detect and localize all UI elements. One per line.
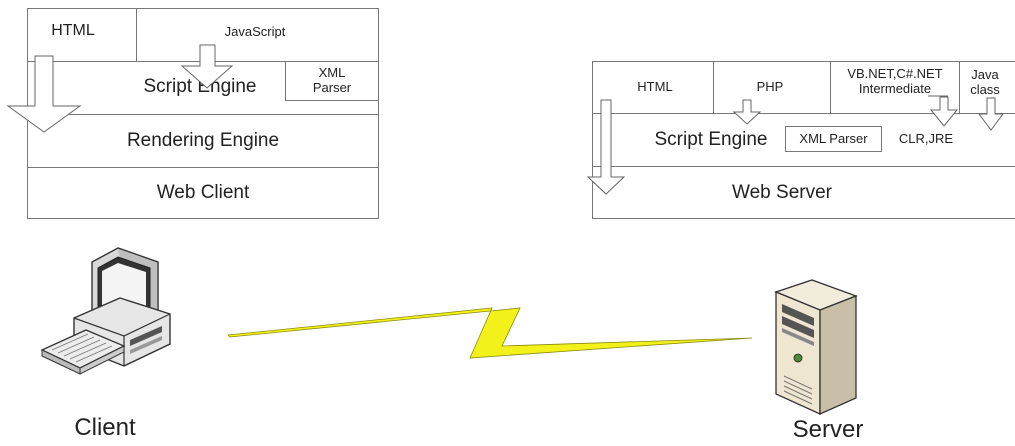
server-php-cell: [713, 61, 831, 114]
server-html-down-arrow: [586, 99, 626, 195]
client-rendering-engine-row: [27, 114, 379, 168]
client-html-label: HTML: [51, 21, 95, 39]
server-dotnet-down-arrow: [929, 96, 959, 127]
client-web-client-label: Web Client: [156, 182, 250, 204]
server-html-label: HTML: [637, 78, 673, 94]
server-clr-jre-label: CLR,JRE: [898, 130, 954, 146]
client-web-client-row: [27, 167, 379, 219]
client-xml-parser-label: XML Parser: [312, 65, 352, 95]
server-web-server-row: [592, 166, 1015, 219]
client-html-cell: [27, 8, 137, 62]
client-javascript-label: JavaScript: [224, 23, 286, 39]
server-dotnet-label: VB.NET,C#.NET Intermediate: [847, 66, 943, 96]
client-xml-parser-cell: [285, 61, 379, 101]
lightning-bolt-icon: [227, 307, 753, 359]
server-dotnet-cell: [830, 61, 960, 114]
client-label: Client: [74, 414, 136, 442]
client-javascript-cell: [136, 8, 379, 62]
server-php-down-arrow: [732, 99, 762, 125]
server-java-down-arrow: [978, 97, 1004, 131]
server-web-server-label: Web Server: [732, 182, 832, 204]
server-java-class-label: Java class: [970, 67, 1000, 97]
client-html-down-arrow: [6, 55, 82, 133]
server-xml-parser-box: [785, 126, 882, 152]
server-label: Server: [792, 416, 864, 444]
server-php-label: PHP: [756, 78, 784, 94]
server-html-cell: [592, 61, 714, 114]
client-javascript-down-arrow: [180, 44, 234, 89]
server-script-engine-label: Script Engine: [654, 129, 768, 151]
client-rendering-engine-label: Rendering Engine: [126, 130, 280, 152]
server-xml-parser-label: XML Parser: [799, 130, 868, 146]
tower-server-icon: [774, 279, 858, 416]
desktop-computer-icon: [40, 247, 171, 375]
